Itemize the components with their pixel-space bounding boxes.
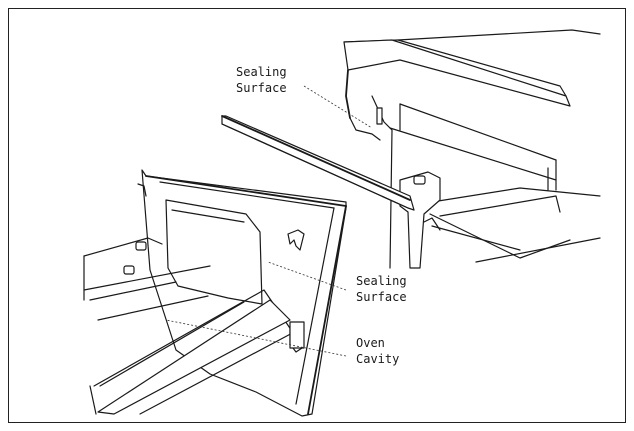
- oven-cavity: [83, 237, 305, 415]
- oven-cavity-label-line2: Cavity: [356, 352, 399, 366]
- top-sealing-label-line2: Surface: [236, 81, 287, 95]
- oven-cavity-label-line1: Oven: [356, 336, 385, 350]
- side-sealing-label-line1: Sealing: [356, 274, 407, 288]
- leader-top-sealing: [303, 85, 373, 129]
- side-sealing-label-line2: Surface: [356, 290, 407, 304]
- top-sealing-label-line1: Sealing: [236, 65, 287, 79]
- leader-side-sealing: [267, 261, 347, 291]
- sealing-rail: [221, 115, 415, 211]
- leader-cavity: [165, 319, 347, 357]
- upper-oven-body: [343, 29, 601, 269]
- figure-frame: [8, 8, 626, 423]
